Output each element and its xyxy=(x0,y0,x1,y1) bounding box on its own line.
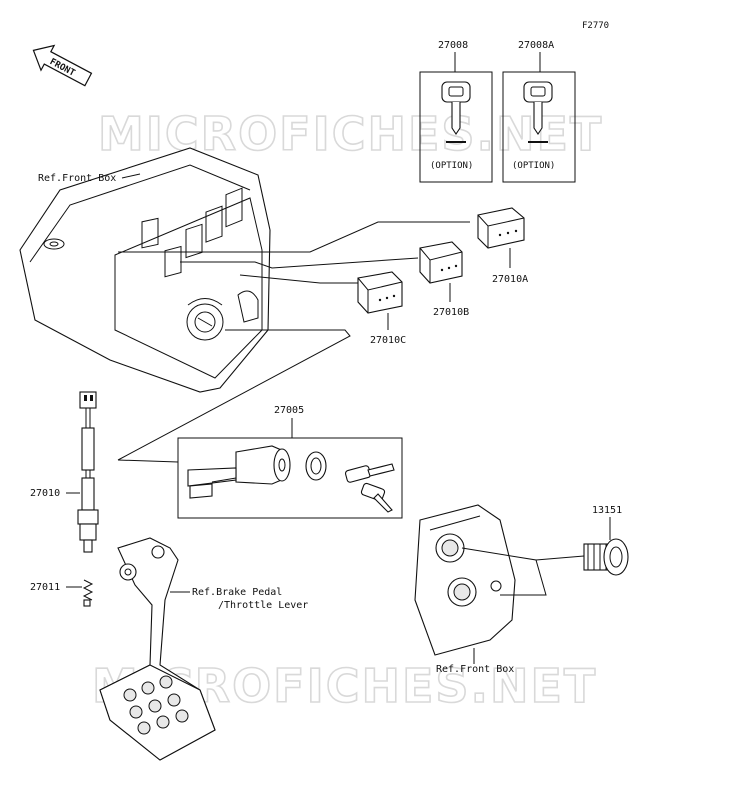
brake-switch-27010 xyxy=(77,391,99,553)
key-icon xyxy=(441,81,471,143)
key-icon xyxy=(523,81,553,143)
label-27010: 27010 xyxy=(30,488,60,499)
label-27011: 27011 xyxy=(30,582,60,593)
key-27008A-group: 27008A (OPTION) xyxy=(502,40,576,183)
leader-27010A xyxy=(118,221,470,253)
key-27008-group: 27008 (OPTION) xyxy=(419,40,493,183)
leader-27010C xyxy=(239,274,358,284)
ignition-key-icon xyxy=(344,463,395,513)
front-arrow-icon: FRONT xyxy=(32,44,93,87)
ref-front-box-top: Ref.Front Box xyxy=(38,173,116,184)
key-box-27008A xyxy=(502,71,576,183)
label-27010A: 27010A xyxy=(492,274,528,285)
label-27010C: 27010C xyxy=(370,335,406,346)
option-label-27008: (OPTION) xyxy=(430,161,473,171)
rocker-switch-27010A xyxy=(477,207,525,249)
rocker-switch-27010B xyxy=(419,241,463,284)
front-box-sockets xyxy=(414,504,516,656)
leader-27010B xyxy=(180,257,419,269)
ignition-nut xyxy=(305,451,327,481)
label-27005: 27005 xyxy=(274,405,304,416)
power-socket-13151 xyxy=(583,538,629,576)
label-27008: 27008 xyxy=(438,40,468,51)
front-box-dashboard xyxy=(19,147,271,393)
spring-27011 xyxy=(82,579,94,607)
ignition-switch xyxy=(187,445,291,499)
figure-code: F2770 xyxy=(582,21,609,31)
key-box-27008 xyxy=(419,71,493,183)
leader-13151 xyxy=(461,547,547,596)
brake-pedal xyxy=(99,537,216,761)
label-13151: 13151 xyxy=(592,505,622,516)
label-27008A: 27008A xyxy=(518,40,554,51)
option-label-27008A: (OPTION) xyxy=(512,161,555,171)
rocker-switch-27010C xyxy=(357,271,403,314)
ignition-box-27005 xyxy=(177,437,403,519)
ref-brake-pedal-line2: /Throttle Lever xyxy=(218,600,308,611)
ref-brake-pedal-line1: Ref.Brake Pedal xyxy=(192,587,282,598)
label-27010B: 27010B xyxy=(433,307,469,318)
leader-27005 xyxy=(117,329,351,461)
ref-front-box-bottom: Ref.Front Box xyxy=(436,664,514,675)
